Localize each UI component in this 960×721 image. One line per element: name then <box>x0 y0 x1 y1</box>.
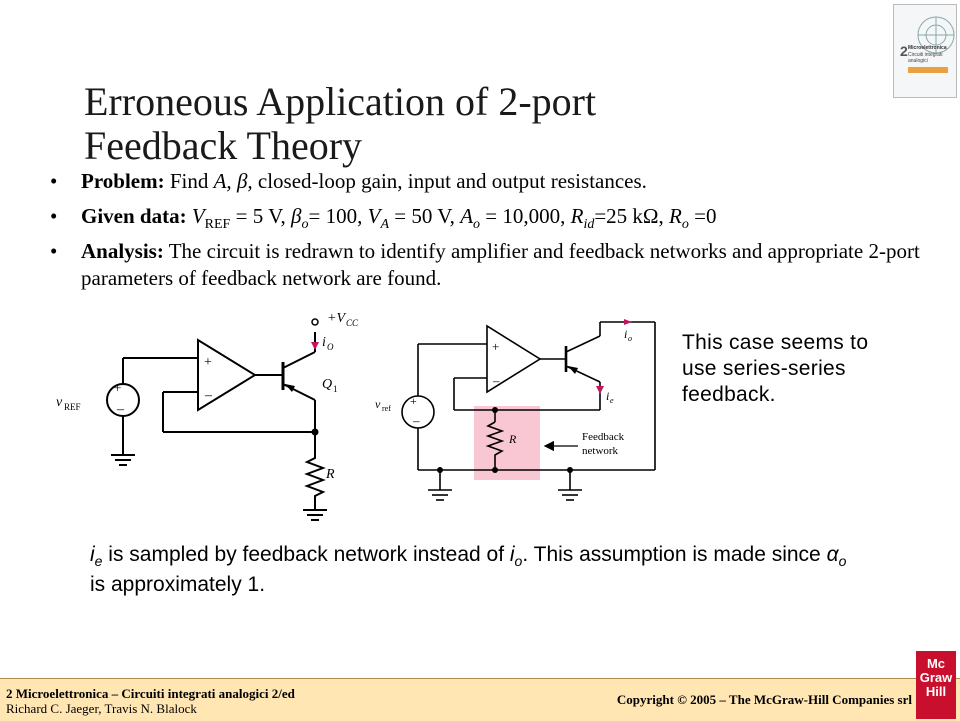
slide-title: Erroneous Application of 2-port Feedback… <box>84 79 597 168</box>
left-vref-sub: REF <box>64 402 81 412</box>
problem-text-2: closed-loop gain, input and output resis… <box>252 169 647 193</box>
right-ie-sub: e <box>610 396 614 405</box>
logo-line3: Hill <box>925 684 947 699</box>
footer-bar: 2 Microelettronica – Circuiti integrati … <box>0 651 960 721</box>
mcgraw-hill-logo: Mc Graw Hill <box>916 651 956 719</box>
bullet-problem: Problem: Find A, β, closed-loop gain, in… <box>50 168 930 195</box>
note-ie-sub: e <box>94 553 103 570</box>
given-v: V <box>186 204 205 228</box>
right-io-arrow <box>624 319 632 325</box>
given-ao-sub: o <box>473 217 481 233</box>
feedback-label-line2: network <box>582 445 619 457</box>
problem-label: Problem: <box>81 169 165 193</box>
right-opamp-minus: – <box>492 373 500 388</box>
book-title: Microelettronica <box>908 45 947 51</box>
given-v-val: = 5 V, <box>230 204 292 228</box>
given-label: Given data: <box>81 204 187 228</box>
left-opamp-plus: + <box>204 355 212 370</box>
given-beta: β <box>291 204 302 228</box>
book-number: 2 <box>900 43 908 59</box>
right-io-label: i <box>624 327 627 341</box>
analysis-label: Analysis: <box>81 239 164 263</box>
problem-text-1: Find <box>164 169 214 193</box>
right-r-label: R <box>508 432 517 446</box>
note-alpha-sub: o <box>838 553 847 570</box>
note-io-sub: o <box>514 553 523 570</box>
given-rid: R <box>570 204 584 228</box>
left-io-label: i <box>322 335 326 350</box>
note-ie: i <box>90 543 95 566</box>
given-ao-val: = 10,000, <box>480 204 571 228</box>
left-io-sub: O <box>327 342 334 352</box>
left-circuit <box>106 332 327 521</box>
right-resistor <box>485 421 505 470</box>
given-beta-val: = 100, <box>308 204 368 228</box>
right-opamp <box>486 324 542 394</box>
note-text-1: is sampled by feedback network instead o… <box>102 543 510 566</box>
book-cover-thumbnail: 2 Microelettronica Circuiti integrati an… <box>893 4 957 98</box>
note-text-2: . This assumption is made since <box>522 543 827 566</box>
feedback-label-line1: Feedback <box>582 431 625 443</box>
book-subtitle: Circuiti integrati analogici <box>908 52 943 64</box>
left-opamp-minus: – <box>204 388 213 403</box>
right-opamp-plus: + <box>492 339 499 354</box>
left-io-arrow <box>311 342 319 350</box>
given-va-val: = 50 V, <box>389 204 461 228</box>
bullet-analysis: Analysis: The circuit is redrawn to iden… <box>50 238 930 292</box>
footer-book-info: 2 Microelettronica – Circuiti integrati … <box>6 686 295 716</box>
footer-copyright: Copyright © 2005 – The McGraw-Hill Compa… <box>616 692 912 707</box>
given-ao: A <box>460 204 474 228</box>
footer-book-title: 2 Microelettronica – Circuiti integrati … <box>6 686 295 701</box>
note-alpha: α <box>826 543 839 566</box>
right-ie-label: i <box>606 389 609 403</box>
right-io-sub: o <box>628 334 632 343</box>
footer-authors: Richard C. Jaeger, Travis N. Blalock <box>6 701 197 716</box>
right-vref-sub: ref <box>382 404 391 413</box>
left-q1-sub: 1 <box>333 384 338 394</box>
right-circuit <box>401 321 656 501</box>
problem-beta: β, <box>236 169 253 193</box>
left-vref-label: v <box>56 395 63 410</box>
right-vref-label: v <box>375 397 381 411</box>
note-io: i <box>509 543 515 566</box>
right-src-plus: + <box>410 394 417 408</box>
given-v-sub: REF <box>204 217 231 233</box>
book-cover-art <box>908 16 955 73</box>
right-ie-arrow <box>596 386 604 394</box>
note-text-3: is approximately 1. <box>90 573 266 596</box>
analysis-text: The circuit is redrawn to identify ampli… <box>81 239 920 290</box>
bullet-list: Problem: Find A, β, closed-loop gain, in… <box>50 168 930 300</box>
side-note: This case seems to use series-series fee… <box>682 331 869 406</box>
left-resistor <box>304 450 326 510</box>
left-q1-label: Q <box>322 377 332 392</box>
given-rid-sub: id <box>583 217 595 233</box>
given-va: V <box>367 204 381 228</box>
given-beta-sub: o <box>301 217 309 233</box>
left-r-label: R <box>325 467 335 482</box>
left-vcc-sub: CC <box>346 318 359 328</box>
problem-a: A, <box>213 169 237 193</box>
given-rid-val: =25 kΩ, <box>594 204 670 228</box>
given-va-sub: A <box>380 217 389 233</box>
right-src-minus: – <box>412 413 420 428</box>
feedback-network-highlight <box>474 406 540 480</box>
given-ro-sub: o <box>681 217 689 233</box>
left-src-minus: – <box>116 402 125 417</box>
given-ro-val: =0 <box>688 204 717 228</box>
left-vcc-label: +V <box>327 311 346 326</box>
bullet-given-data: Given data: VREF = 5 V, βo= 100, VA = 50… <box>50 203 930 233</box>
circuit-diagrams: + – + – v REF +V CC i O Q 1 R <box>56 311 656 521</box>
given-ro: R <box>669 204 682 228</box>
bottom-note: ie is sampled by feedback network instea… <box>90 540 850 600</box>
left-src-plus: + <box>114 380 121 395</box>
logo-line2: Graw <box>919 670 953 685</box>
logo-line1: Mc <box>926 656 946 671</box>
left-opamp <box>197 338 257 412</box>
